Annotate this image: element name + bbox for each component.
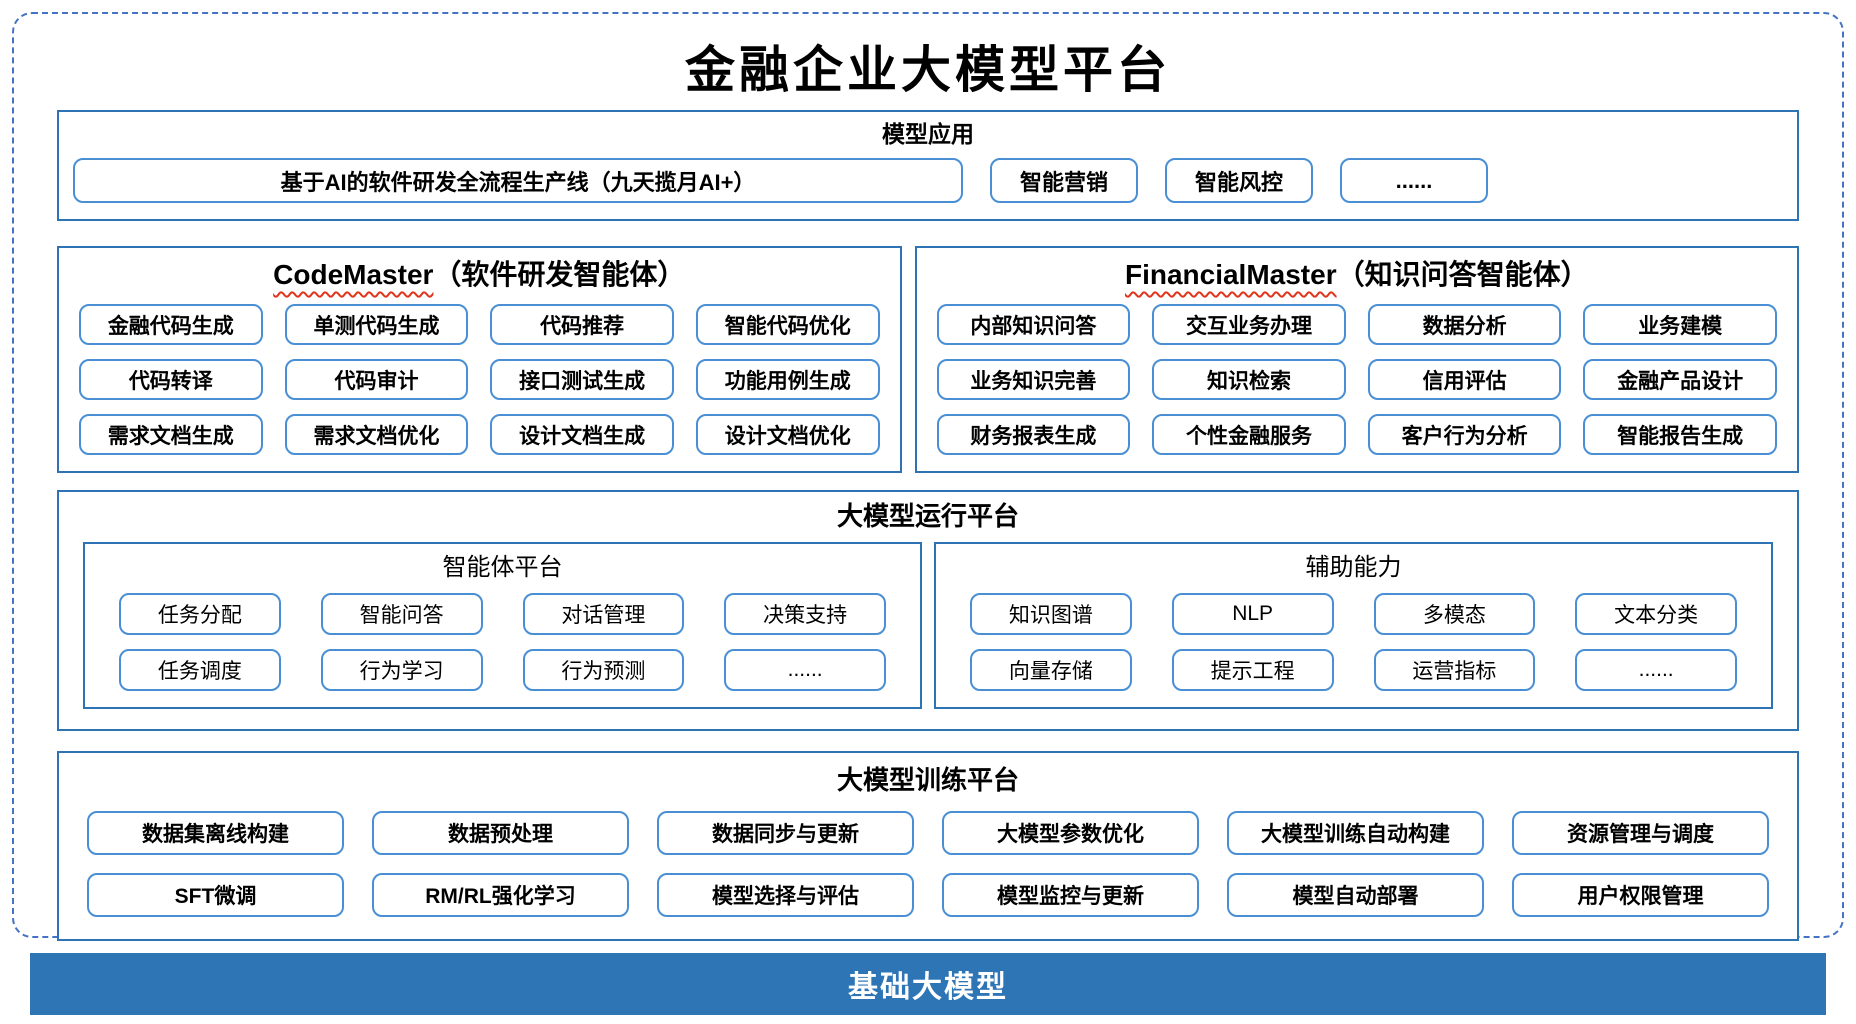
aux-capability-item: 知识图谱 <box>970 593 1132 635</box>
financialmaster-title: FinancialMaster（知识问答智能体） <box>937 256 1777 294</box>
financialmaster-item: 内部知识问答 <box>936 304 1131 345</box>
training-platform-item: 模型自动部署 <box>1227 873 1484 917</box>
financialmaster-item: 个性金融服务 <box>1152 414 1346 455</box>
agent-platform-item: 任务调度 <box>119 649 281 691</box>
codemaster-title-zh: （软件研发智能体） <box>433 259 686 290</box>
training-platform-item: 模型选择与评估 <box>657 873 914 917</box>
aux-capability-title: 辅助能力 <box>1305 554 1402 581</box>
financialmaster-item: 客户行为分析 <box>1367 414 1562 455</box>
training-platform-item: 模型监控与更新 <box>942 873 1199 917</box>
agent-platform-item: 对话管理 <box>522 593 685 635</box>
training-platform-item: 数据集离线构建 <box>87 811 344 855</box>
agent-platform-items-grid: 任务分配智能问答对话管理决策支持任务调度行为学习行为预测...... <box>107 593 898 691</box>
model-applications-row: 基于AI的软件研发全流程生产线（九天揽月AI+） 智能营销智能风控...... <box>73 158 1783 203</box>
financialmaster-items-grid: 内部知识问答交互业务办理数据分析业务建模业务知识完善知识检索信用评估金融产品设计… <box>936 304 1777 455</box>
base-model-label: 基础大模型 <box>848 971 1008 1004</box>
aux-capability-item: 运营指标 <box>1373 649 1536 691</box>
financialmaster-item: 业务建模 <box>1583 304 1777 345</box>
base-model-bar: 基础大模型 <box>30 953 1826 1015</box>
financialmaster-item: 财务报表生成 <box>936 414 1131 455</box>
financialmaster-item: 信用评估 <box>1367 359 1562 400</box>
aux-capability-item: NLP <box>1171 593 1334 635</box>
section-model-applications: 模型应用 基于AI的软件研发全流程生产线（九天揽月AI+） 智能营销智能风控..… <box>57 110 1799 221</box>
agent-platform-item: 智能问答 <box>320 593 483 635</box>
agent-platform-item: ...... <box>724 649 886 691</box>
codemaster-item: 智能代码优化 <box>695 304 880 345</box>
aux-capability-item: 多模态 <box>1373 593 1536 635</box>
financialmaster-item: 智能报告生成 <box>1583 414 1777 455</box>
section-model-applications-title: 模型应用 <box>882 121 974 147</box>
app-item: 智能营销 <box>990 158 1138 203</box>
codemaster-item: 需求文档生成 <box>79 414 263 455</box>
section-financialmaster: FinancialMaster（知识问答智能体） 内部知识问答交互业务办理数据分… <box>914 246 1799 473</box>
runtime-subsections-row: 智能体平台 任务分配智能问答对话管理决策支持任务调度行为学习行为预测......… <box>83 542 1773 709</box>
codemaster-item: 代码推荐 <box>490 304 674 345</box>
financialmaster-item: 业务知识完善 <box>936 359 1131 400</box>
subsection-aux-capability: 辅助能力 知识图谱 NLP 多模态文本分类向量存储提示工程运营指标...... <box>934 542 1773 709</box>
section-training-platform: 大模型训练平台 数据集离线构建数据预处理数据同步与更新大模型参数优化大模型训练自… <box>57 751 1799 941</box>
training-platform-item: 大模型训练自动构建 <box>1227 811 1484 855</box>
app-item-ai-software-pipeline: 基于AI的软件研发全流程生产线（九天揽月AI+） <box>73 158 963 203</box>
codemaster-item: 功能用例生成 <box>695 359 880 400</box>
training-platform-item: 用户权限管理 <box>1512 873 1769 917</box>
training-platform-item: SFT微调 <box>87 873 344 917</box>
aux-capability-item: 文本分类 <box>1575 593 1737 635</box>
codemaster-item: 代码审计 <box>284 359 469 400</box>
codemaster-item: 设计文档生成 <box>490 414 674 455</box>
aux-capability-item: ...... <box>1575 649 1737 691</box>
section-runtime-platform: 大模型运行平台 智能体平台 任务分配智能问答对话管理决策支持任务调度行为学习行为… <box>57 490 1799 731</box>
training-platform-item: 大模型参数优化 <box>942 811 1199 855</box>
codemaster-item: 单测代码生成 <box>284 304 469 345</box>
codemaster-title: CodeMaster（软件研发智能体） <box>79 256 880 294</box>
codemaster-item: 金融代码生成 <box>79 304 263 345</box>
aux-capability-items-grid: 知识图谱 NLP 多模态文本分类向量存储提示工程运营指标...... <box>958 593 1749 691</box>
app-item: ...... <box>1340 158 1488 203</box>
financialmaster-title-en: FinancialMaster <box>1124 259 1337 290</box>
codemaster-item: 需求文档优化 <box>284 414 469 455</box>
aux-capability-item: 向量存储 <box>970 649 1132 691</box>
training-platform-item: RM/RL强化学习 <box>372 873 629 917</box>
codemaster-item: 代码转译 <box>79 359 263 400</box>
codemaster-title-en: CodeMaster <box>273 259 434 290</box>
agent-platform-item: 行为预测 <box>522 649 685 691</box>
training-platform-item: 资源管理与调度 <box>1512 811 1769 855</box>
app-item: 智能风控 <box>1165 158 1313 203</box>
agent-platform-item: 决策支持 <box>724 593 886 635</box>
page-title: 金融企业大模型平台 <box>685 42 1171 98</box>
training-platform-title: 大模型训练平台 <box>836 765 1019 795</box>
subsection-agent-platform: 智能体平台 任务分配智能问答对话管理决策支持任务调度行为学习行为预测...... <box>83 542 922 709</box>
financialmaster-title-zh: （知识问答智能体） <box>1336 259 1589 290</box>
financialmaster-item: 知识检索 <box>1152 359 1346 400</box>
financialmaster-item: 数据分析 <box>1367 304 1562 345</box>
agent-platform-title: 智能体平台 <box>442 554 563 581</box>
training-platform-item: 数据预处理 <box>372 811 629 855</box>
agent-platform-item: 任务分配 <box>119 593 281 635</box>
codemaster-item: 设计文档优化 <box>695 414 880 455</box>
training-platform-items-grid: 数据集离线构建数据预处理数据同步与更新大模型参数优化大模型训练自动构建资源管理与… <box>87 811 1769 917</box>
financialmaster-item: 交互业务办理 <box>1152 304 1346 345</box>
codemaster-items-grid: 金融代码生成单测代码生成代码推荐智能代码优化代码转译代码审计接口测试生成功能用例… <box>79 304 880 455</box>
runtime-platform-title: 大模型运行平台 <box>836 501 1019 531</box>
platform-outer-frame: 金融企业大模型平台 模型应用 基于AI的软件研发全流程生产线（九天揽月AI+） … <box>12 12 1844 941</box>
codemaster-item: 接口测试生成 <box>490 359 674 400</box>
financialmaster-item: 金融产品设计 <box>1583 359 1777 400</box>
model-applications-small-items: 智能营销智能风控...... <box>990 158 1488 203</box>
aux-capability-item: 提示工程 <box>1171 649 1334 691</box>
agent-platform-item: 行为学习 <box>320 649 483 691</box>
section-codemaster: CodeMaster（软件研发智能体） 金融代码生成单测代码生成代码推荐智能代码… <box>57 246 902 473</box>
agents-row: CodeMaster（软件研发智能体） 金融代码生成单测代码生成代码推荐智能代码… <box>57 246 1799 473</box>
training-platform-item: 数据同步与更新 <box>657 811 914 855</box>
